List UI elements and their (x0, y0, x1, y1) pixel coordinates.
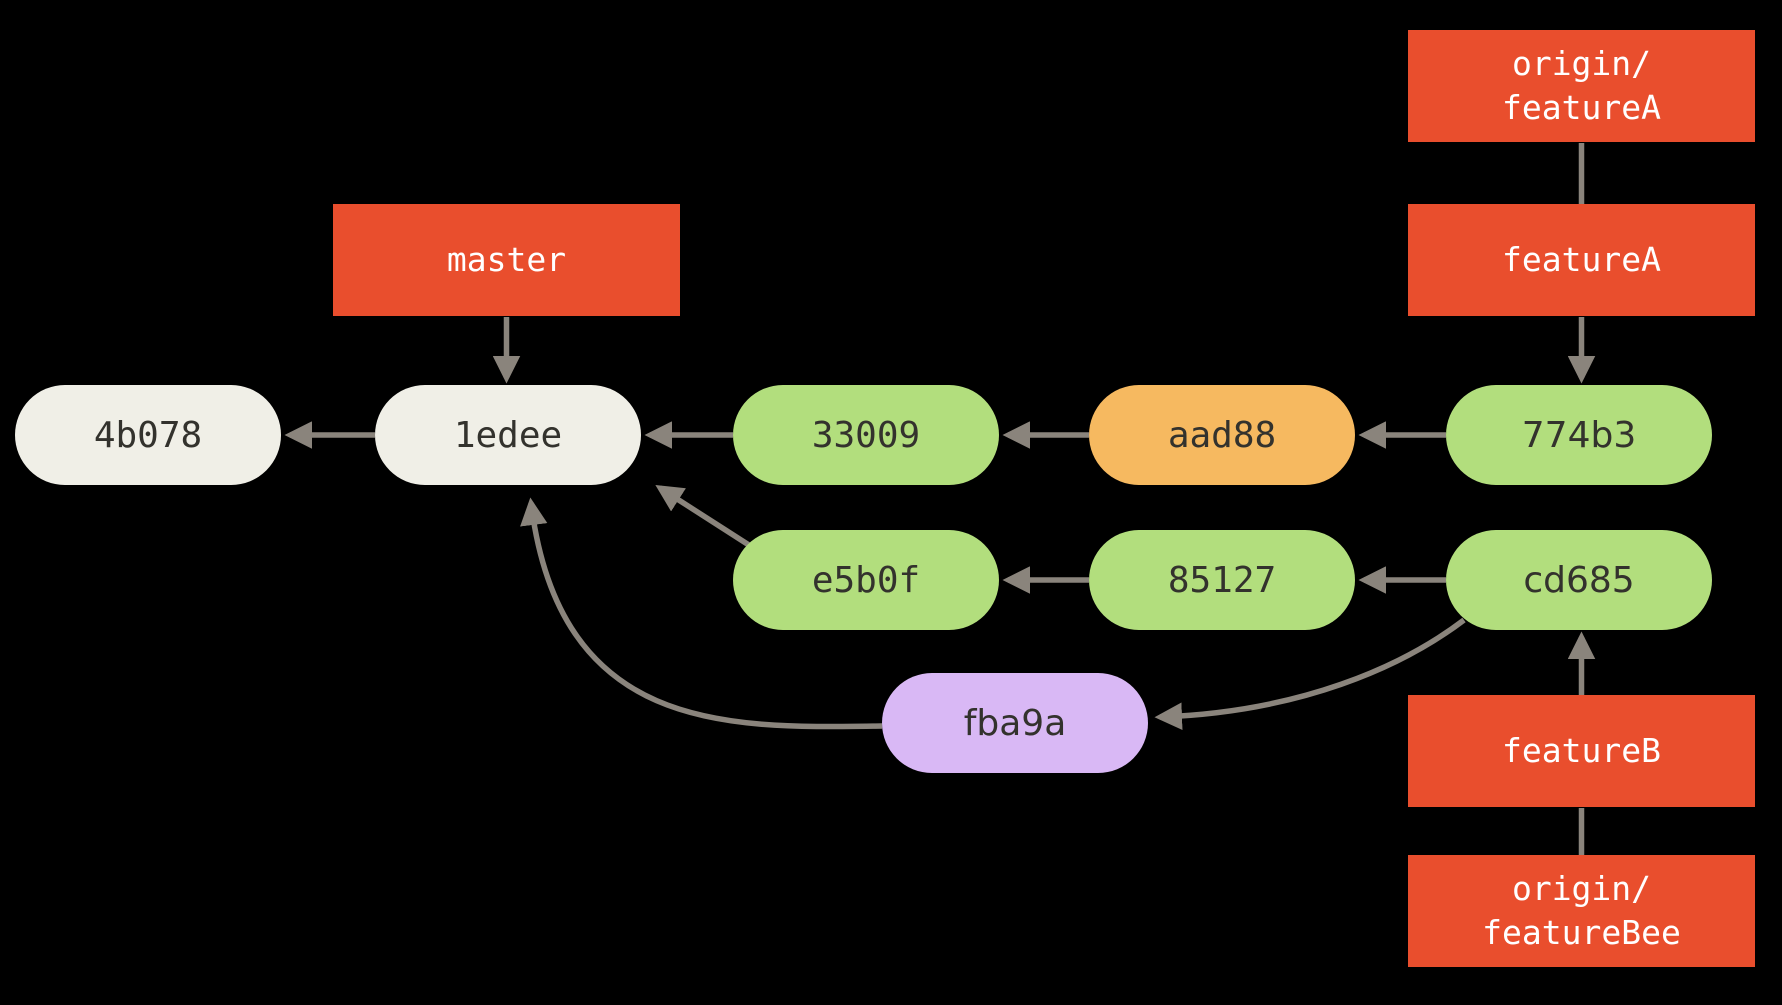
commit-node-e5b0f: e5b0f (733, 530, 999, 630)
branch-label-featureA: featureA (1408, 204, 1755, 316)
branch-label-origin-featureBee: origin/ featureBee (1408, 855, 1755, 967)
commit-id: 85127 (1167, 559, 1277, 601)
commit-id: cd685 (1523, 559, 1635, 601)
commit-node-4b078: 4b078 (15, 385, 281, 485)
branch-label-text: origin/ featureBee (1482, 869, 1681, 952)
commit-id: 1edee (453, 414, 563, 456)
edge-e5b0f-to-1edee (655, 485, 754, 550)
commit-node-85127: 85127 (1089, 530, 1355, 630)
commit-node-33009: 33009 (733, 385, 999, 485)
branch-label-text: origin/ featureA (1502, 44, 1661, 127)
commit-node-1edee: 1edee (375, 385, 641, 485)
commit-id: fba9a (963, 702, 1067, 744)
commit-id: 33009 (811, 414, 921, 456)
edge-fba9a-to-1edee (520, 497, 883, 730)
commit-node-cd685: cd685 (1446, 530, 1712, 630)
edge-cd685-to-fba9a (1154, 617, 1466, 730)
commit-id: e5b0f (811, 559, 921, 601)
commit-node-aad88: aad88 (1089, 385, 1355, 485)
branch-label-text: featureA (1502, 240, 1661, 280)
commit-id: aad88 (1167, 414, 1277, 456)
commit-node-fba9a: fba9a (882, 673, 1148, 773)
branch-label-featureB: featureB (1408, 695, 1755, 807)
commit-id: 774b3 (1521, 414, 1637, 456)
commit-id: 4b078 (93, 414, 203, 456)
branch-label-text: master (446, 240, 567, 280)
branch-label-text: featureB (1502, 731, 1661, 771)
branch-label-origin-featureA: origin/ featureA (1408, 30, 1755, 142)
branch-label-master: master (333, 204, 680, 316)
commit-node-774b3: 774b3 (1446, 385, 1712, 485)
